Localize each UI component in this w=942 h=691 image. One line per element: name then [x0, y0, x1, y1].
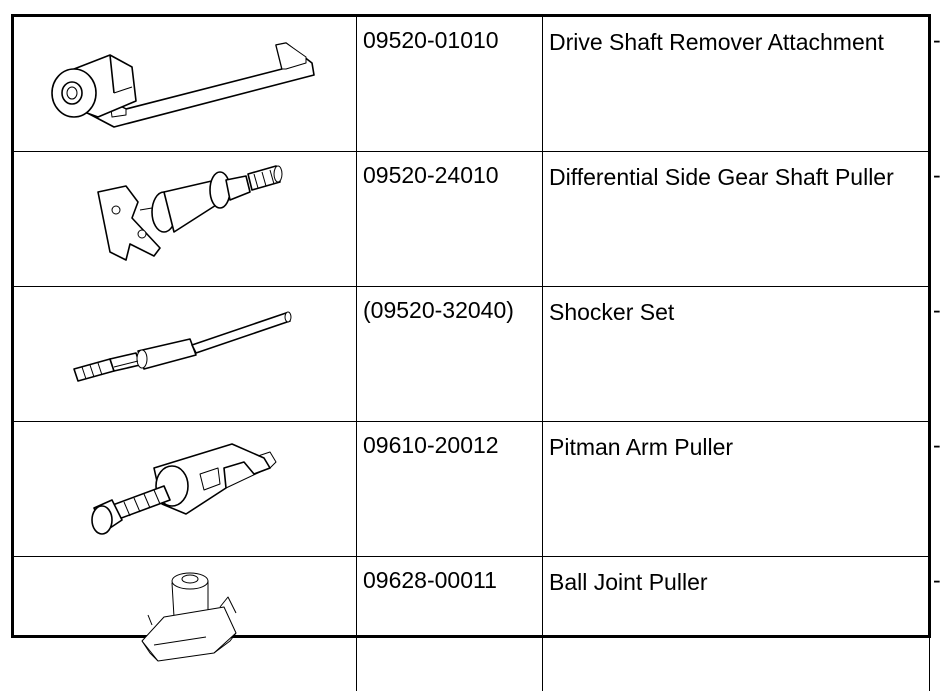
- part-number: (09520-32040): [357, 287, 543, 422]
- part-number: 09520-24010: [357, 152, 543, 287]
- table-row: 09520-01010 Drive Shaft Remover Attachme…: [14, 17, 930, 152]
- pitman-arm-puller-icon: [14, 422, 356, 546]
- tool-name: Differential Side Gear Shaft Puller: [543, 152, 930, 287]
- tool-name: Pitman Arm Puller: [543, 422, 930, 557]
- drive-shaft-remover-attachment-icon: [14, 17, 356, 141]
- part-number: 09628-00011: [357, 557, 543, 691]
- part-number: 09520-01010: [357, 17, 543, 152]
- part-number: 09610-20012: [357, 422, 543, 557]
- tool-illustration-cell: [14, 152, 357, 287]
- table-row: 09628-00011 Ball Joint Puller -: [14, 557, 930, 691]
- table-row: 09520-24010 Differential Side Gear Shaft…: [14, 152, 930, 287]
- tool-illustration-cell: [14, 287, 357, 422]
- tool-illustration-cell: [14, 422, 357, 557]
- tool-illustration-cell: [14, 557, 357, 691]
- tool-illustration-cell: [14, 17, 357, 152]
- differential-side-gear-shaft-puller-icon: [14, 152, 356, 276]
- special-tools-table: 09520-01010 Drive Shaft Remover Attachme…: [14, 17, 930, 691]
- tool-name: Ball Joint Puller: [543, 557, 930, 691]
- tool-name: Drive Shaft Remover Attachment: [543, 17, 930, 152]
- table-row: (09520-32040) Shocker Set -: [14, 287, 930, 422]
- tool-name: Shocker Set: [543, 287, 930, 422]
- tool-table-frame: 09520-01010 Drive Shaft Remover Attachme…: [11, 14, 931, 638]
- table-row: 09610-20012 Pitman Arm Puller -: [14, 422, 930, 557]
- shocker-set-icon: [14, 287, 356, 411]
- ball-joint-puller-icon: [14, 557, 356, 681]
